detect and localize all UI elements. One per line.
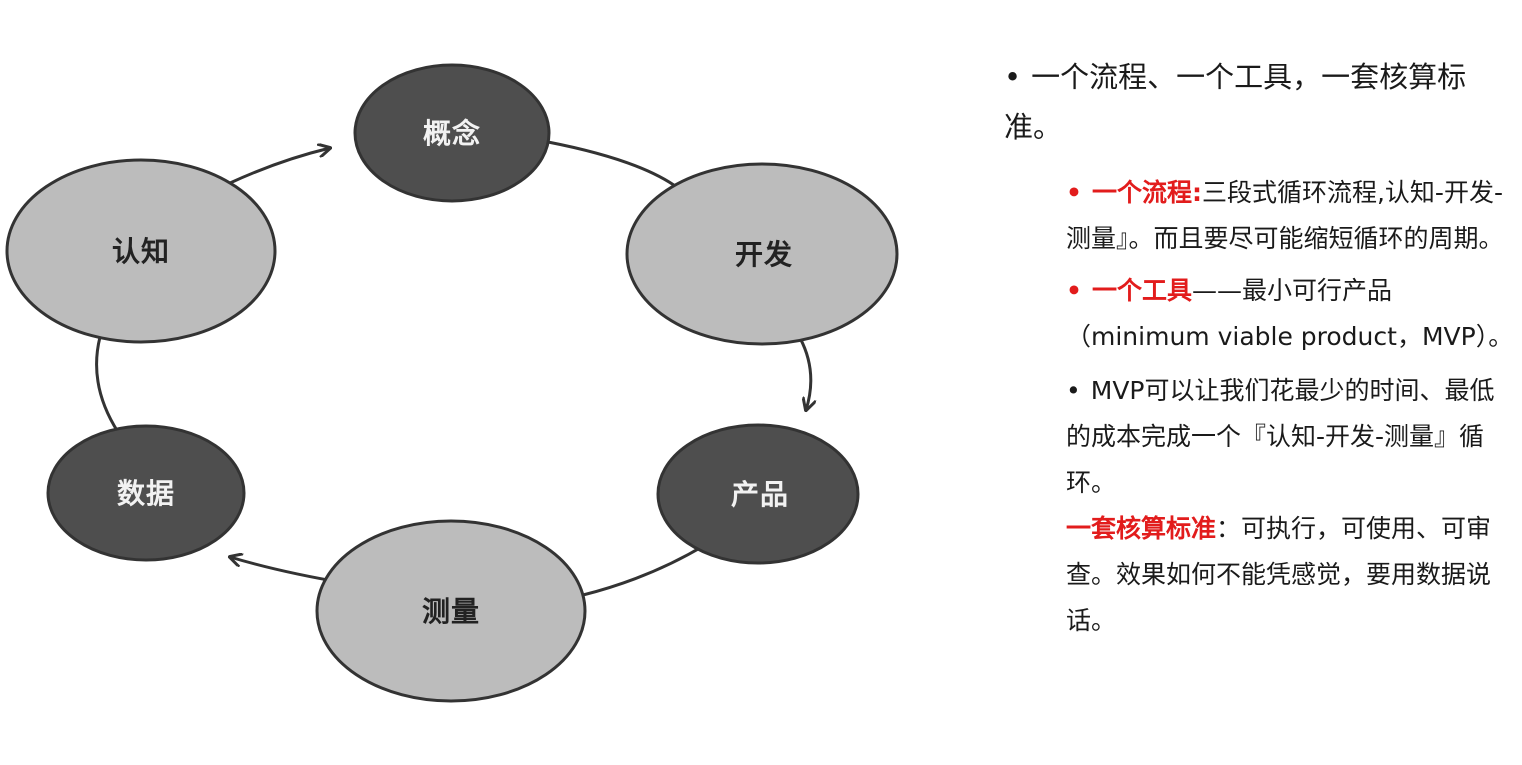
- item-standard-text: ：可执行，可使用、可审查。效果如何不能凭感觉，要用数据说话。: [1066, 514, 1492, 635]
- item-standard-highlight: 一套核算标准: [1066, 514, 1217, 543]
- node-measure: 测量: [315, 519, 587, 703]
- node-cognition-label: 认知: [112, 235, 170, 268]
- node-develop-shape: [625, 162, 899, 346]
- item-process-highlight: 一个流程:: [1091, 178, 1202, 207]
- arrow-develop-product: [798, 337, 811, 410]
- node-cognition: 认知: [5, 158, 277, 344]
- node-develop-label: 开发: [735, 238, 793, 271]
- node-data-shape: [46, 424, 246, 562]
- item-tool-bullet: •: [1066, 276, 1082, 305]
- item-process-bullet: •: [1066, 178, 1082, 207]
- connector-concept-develop: [547, 140, 679, 190]
- main-point: •一个流程、一个工具，一套核算标准。: [1004, 52, 1516, 152]
- node-product-shape: [656, 423, 860, 565]
- node-measure-label: 测量: [422, 595, 480, 628]
- item-tool: • 一个工具——最小可行产品（minimum viable product，MVP…: [1066, 268, 1516, 360]
- main-bullet: •: [1004, 60, 1022, 94]
- node-data: 数据: [46, 424, 246, 562]
- item-mvp: •MVP可以让我们花最少的时间、最低的成本完成一个『认知-开发-测量』循环。: [1066, 368, 1516, 506]
- node-concept-shape: [353, 63, 551, 203]
- item-process: • 一个流程:三段式循环流程,认知-开发-测量』。而且要尽可能缩短循环的周期。: [1066, 170, 1516, 262]
- text-panel: •一个流程、一个工具，一套核算标准。 •一个流程:三段式循环流程,认知-开发-测…: [1004, 52, 1516, 644]
- node-product: 产品: [656, 423, 860, 565]
- item-standard: 一套核算标准：可执行，可使用、可审查。效果如何不能凭感觉，要用数据说话。: [1066, 506, 1516, 644]
- arrow-cognition-concept: [229, 148, 330, 185]
- node-develop: 开发: [625, 162, 899, 346]
- item-tool-highlight: 一个工具: [1091, 276, 1192, 305]
- connector-product-measure: [582, 543, 706, 597]
- node-cognition-shape: [5, 158, 277, 344]
- node-measure-shape: [315, 519, 587, 703]
- node-data-label: 数据: [117, 477, 175, 510]
- connector-data-cognition: [95, 336, 120, 433]
- item-mvp-text: MVP可以让我们花最少的时间、最低的成本完成一个『认知-开发-测量』循环。: [1066, 376, 1495, 497]
- lean-cycle-diagram: 概念 开发 产品 测量 数据 认知: [5, 63, 899, 703]
- item-process-text: 三段式循环流程,认知-开发-测量』。而且要尽可能缩短循环的周期。: [1066, 178, 1504, 253]
- main-text: 一个流程、一个工具，一套核算标准。: [1004, 60, 1467, 144]
- item-mvp-bullet: •: [1066, 376, 1081, 405]
- node-concept-label: 概念: [423, 117, 481, 150]
- node-concept: 概念: [353, 63, 551, 203]
- item-tool-text: ——最小可行产品（minimum viable product，MVP）。: [1066, 276, 1514, 351]
- node-product-label: 产品: [731, 478, 789, 511]
